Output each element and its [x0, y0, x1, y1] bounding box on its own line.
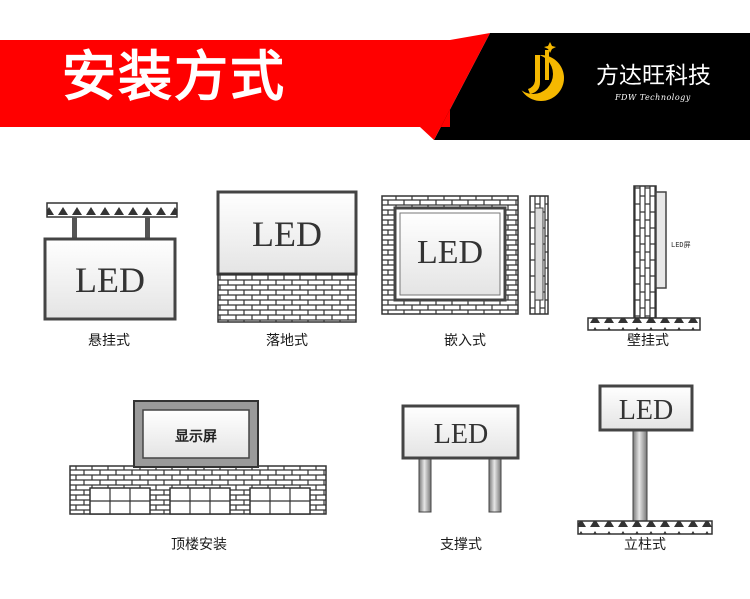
led-label: LED — [75, 260, 145, 300]
red-banner-bar — [0, 40, 450, 127]
led-label: LED屏 — [671, 241, 691, 249]
black-brand-panel — [434, 33, 750, 140]
hanging-install-illustration: LED — [43, 202, 178, 321]
led-label: LED — [434, 419, 488, 450]
brand-subtitle: FDW Technology — [615, 93, 691, 102]
caption-rooftop: 顶楼安装 — [171, 537, 227, 553]
brand-logo-icon — [513, 42, 564, 101]
led-label: LED — [619, 395, 673, 426]
caption-hanging: 悬挂式 — [88, 333, 130, 349]
caption-pillar: 立柱式 — [624, 537, 666, 553]
floor-install-illustration: LED — [216, 190, 358, 323]
support-install-illustration: LED — [401, 404, 520, 513]
header-banner — [0, 0, 750, 140]
wall-mount-illustration: LED屏 — [587, 185, 701, 331]
red-slant-accent — [420, 33, 490, 140]
brand-name: 方达旺科技 — [596, 63, 711, 89]
rooftop-install-illustration: 显示屏 — [69, 400, 327, 515]
caption-floor: 落地式 — [266, 333, 308, 349]
led-label: LED — [417, 234, 483, 271]
display-label: 显示屏 — [175, 429, 217, 445]
page-title: 安装方式 — [62, 45, 286, 108]
caption-support: 支撑式 — [440, 537, 482, 553]
pillar-install-illustration: LED — [577, 384, 713, 535]
caption-wall-mount: 壁挂式 — [627, 333, 669, 349]
led-label: LED — [252, 214, 322, 254]
embedded-install-illustration: LED — [381, 195, 549, 315]
caption-embedded: 嵌入式 — [444, 333, 486, 349]
